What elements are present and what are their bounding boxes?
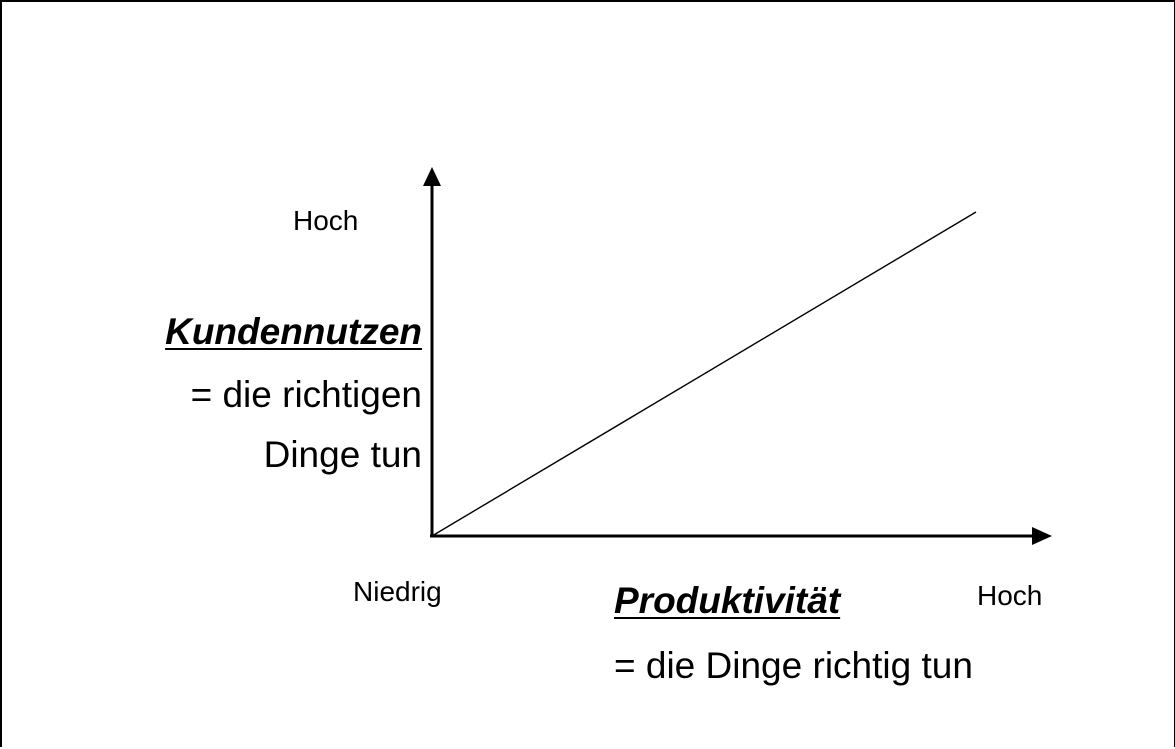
x-axis-title: Produktivität: [614, 580, 841, 621]
y-axis-high-label: Hoch: [293, 205, 359, 236]
x-axis-subtitle: = die Dinge richtig tun: [614, 645, 973, 686]
x-axis-low-label: Niedrig: [353, 576, 442, 607]
y-axis-title: Kundennutzen: [165, 311, 422, 352]
x-axis-arrowhead: [1032, 527, 1052, 545]
y-axis-subtitle-line1: = die richtigen: [190, 374, 422, 415]
y-axis-arrowhead: [423, 167, 441, 186]
trend-line: [431, 211, 977, 537]
y-axis-subtitle-line2: Dinge tun: [263, 434, 422, 475]
x-axis-high-label: Hoch: [977, 580, 1043, 611]
